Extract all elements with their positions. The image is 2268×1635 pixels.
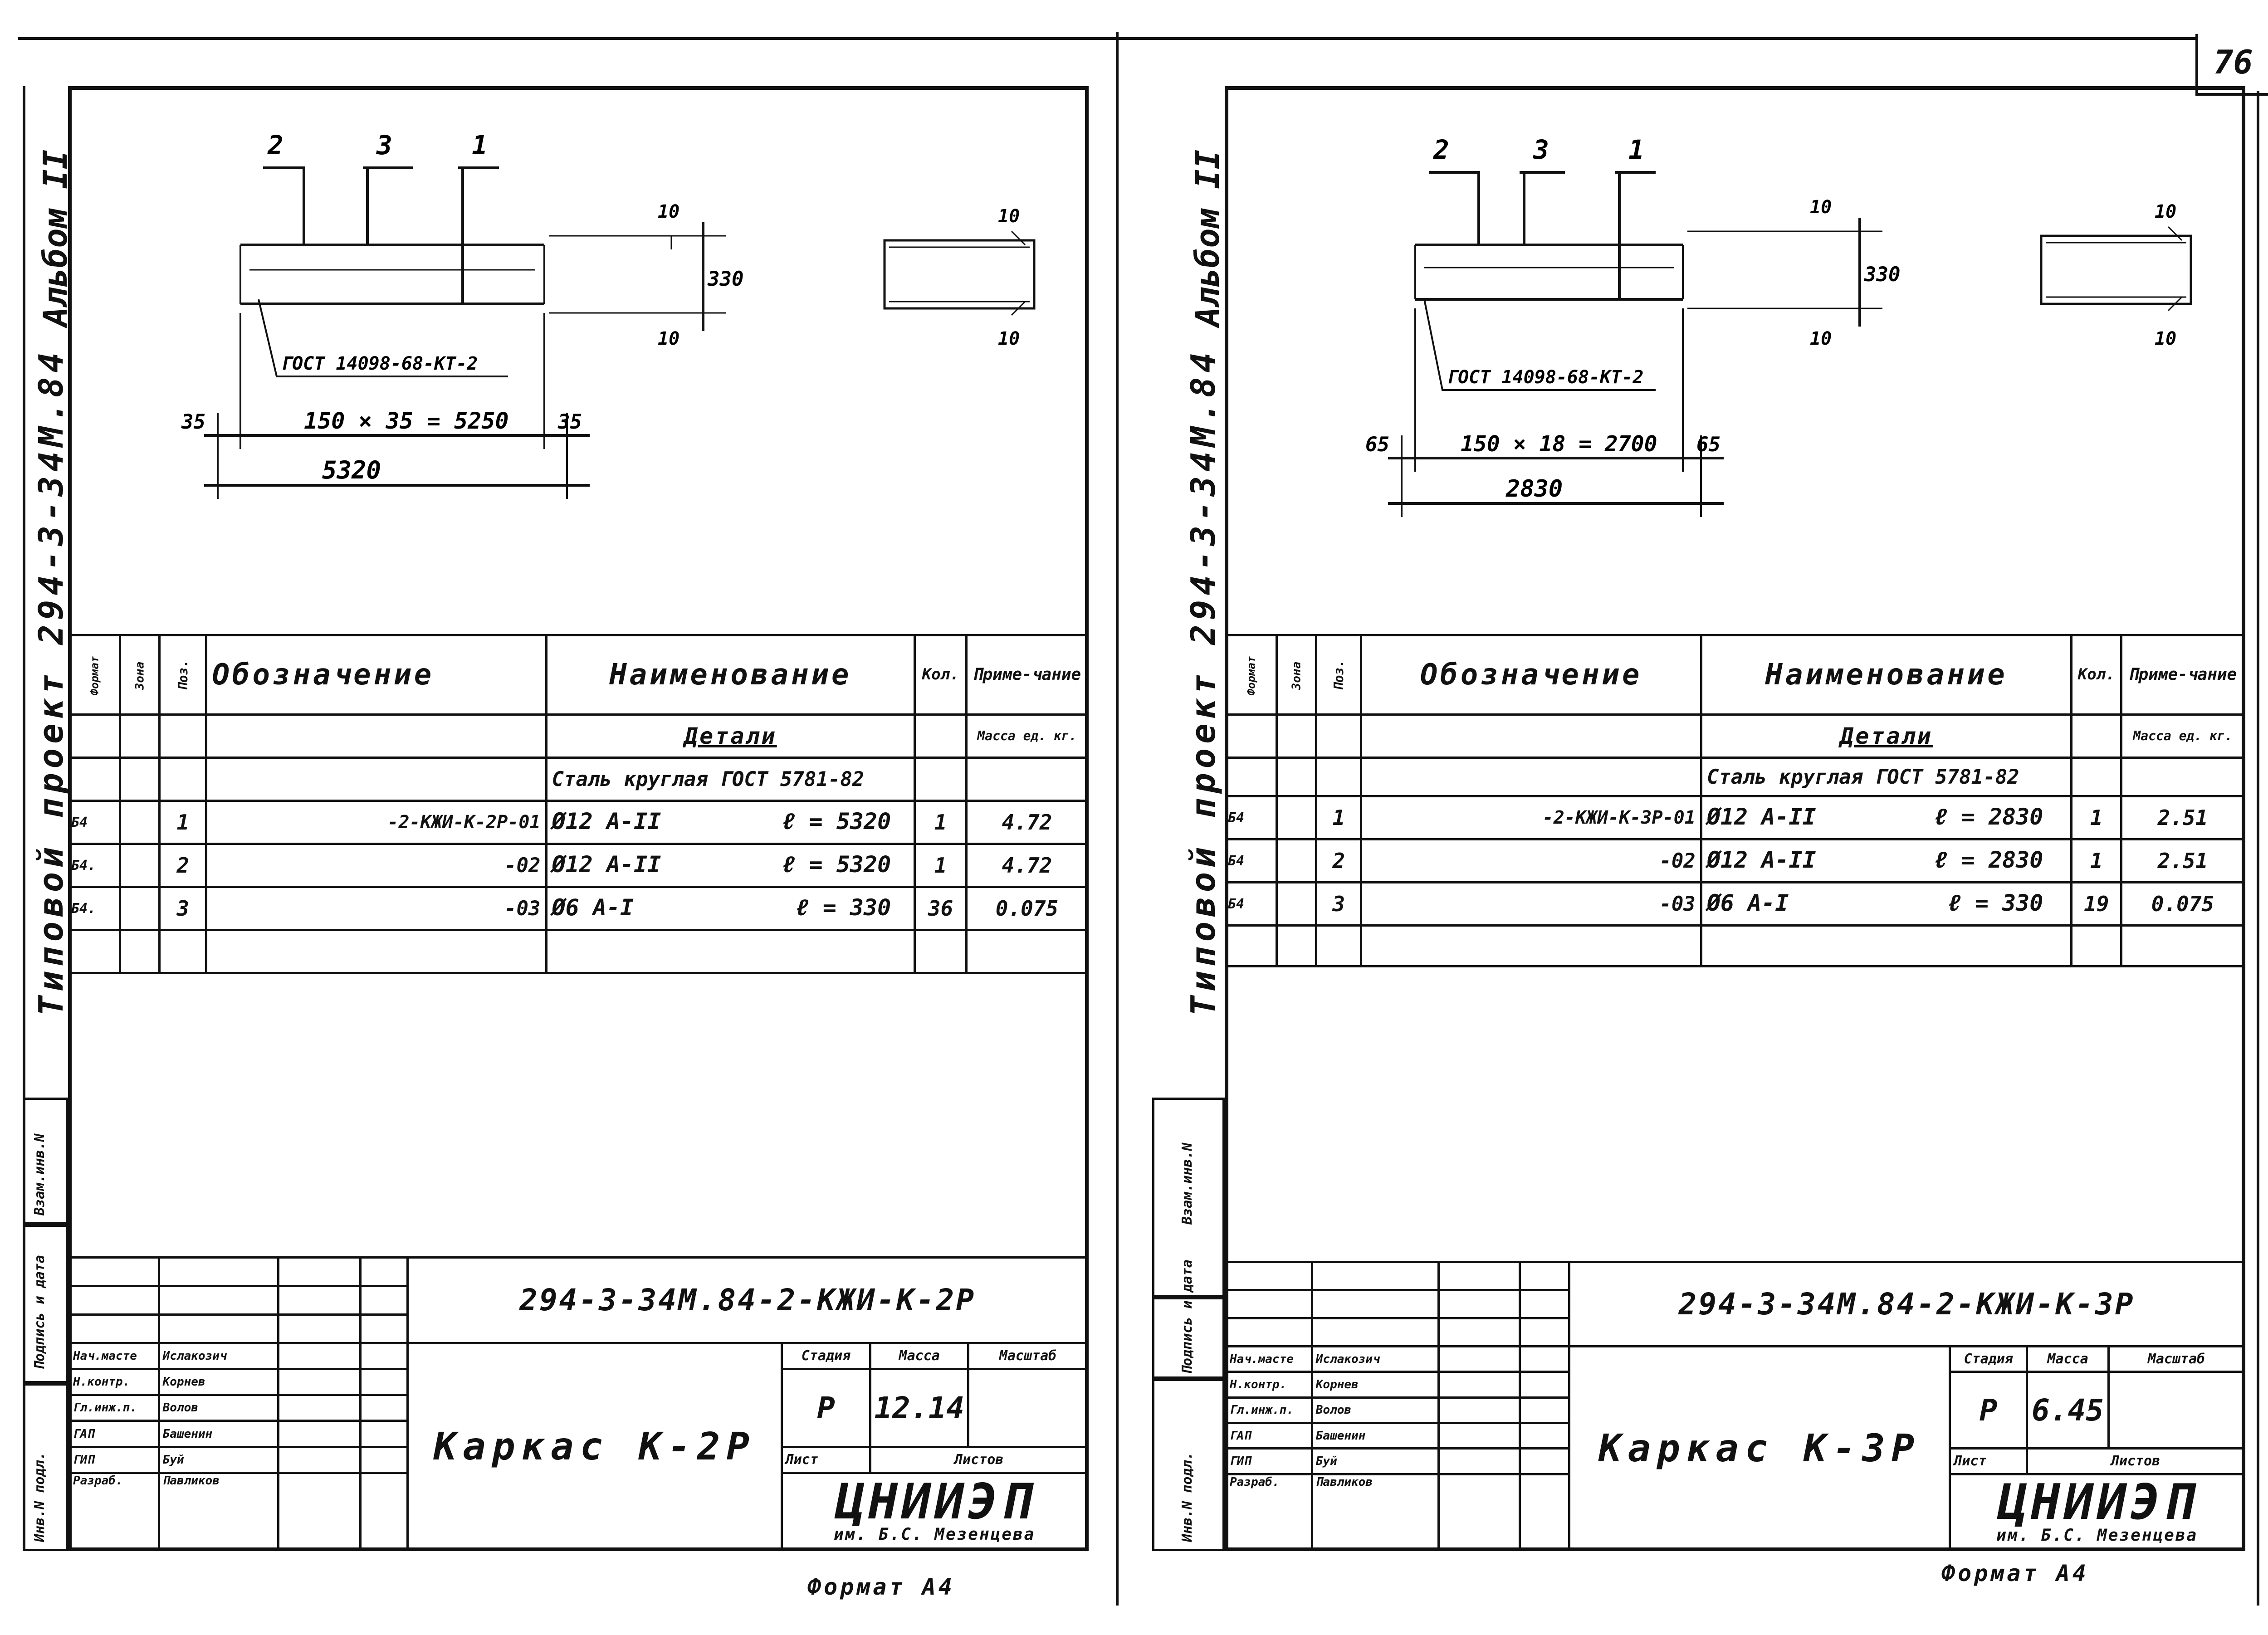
hdr-pos: Поз. (158, 634, 208, 716)
material-label: Сталь круглая ГОСТ 5781-82 (1700, 756, 2073, 797)
margin-box-2 (1152, 1297, 1225, 1379)
hdr-name: Наименование (545, 634, 916, 716)
title-block: 294-3-34М.84-2-КЖИ-К-2Р Нач.масте Ислако… (68, 1256, 1089, 1552)
drawing-title: Каркас К-3Р (1568, 1345, 1951, 1552)
dim-top: 10 (658, 201, 679, 222)
mass-unit: Масса ед. кг. (965, 713, 1089, 759)
dim-bottom: 10 (658, 328, 679, 349)
hdr-note: Приме-чание (2120, 634, 2245, 716)
dim-mid: 150 × 18 = 2700 (1461, 431, 1657, 457)
project-label: Типовой проект 294-3-34М.84 (1184, 348, 1223, 1016)
stage-value: Р (780, 1368, 872, 1448)
section-dim-bottom: 10 (998, 328, 1020, 349)
section-title: Детали (1700, 713, 2073, 759)
sheet-separator (1116, 32, 1119, 1606)
page-number-box (2195, 34, 2268, 96)
margin-box-1 (23, 1098, 68, 1225)
title-block: 294-3-34М.84-2-КЖИ-К-3Р Нач.масте Ислако… (1225, 1261, 2246, 1552)
margin-box-label-2: Подпись и дата (32, 1255, 48, 1370)
right-edge-rule (2257, 91, 2259, 1606)
page-number: 76 (2214, 43, 2253, 81)
format-label: Формат А4 (807, 1574, 955, 1600)
gost-label: ГОСТ 14098-68-КТ-2 (281, 353, 478, 374)
dim-right: 35 (557, 410, 582, 434)
callout-2: 2 (267, 130, 284, 161)
margin-box-3 (1152, 1379, 1225, 1551)
drawing-title: Каркас К-2Р (406, 1342, 783, 1552)
hdr-zone: Зона (118, 634, 161, 716)
dim-left: 65 (1365, 433, 1389, 456)
spec-table: Формат Зона Поз. Обозначение Наименовани… (1225, 634, 2245, 967)
frame-drawing: 2 3 1 ГОСТ 14098-68-КТ-2 35 150 × 35 = 5… (181, 130, 1036, 499)
signature (277, 1342, 362, 1371)
hdr-designation: Обозначение (1360, 634, 1702, 716)
gost-label: ГОСТ 14098-68-КТ-2 (1447, 367, 1643, 388)
dim-bottom: 10 (1810, 328, 1832, 349)
hdr-qty: Кол. (914, 634, 968, 716)
hdr-pos: Поз. (1315, 634, 1363, 716)
dim-top: 10 (1810, 197, 1832, 218)
hdr-name: Наименование (1700, 634, 2073, 716)
stage-value: Р (1949, 1371, 2028, 1450)
sheet-k3r: Альбом II Типовой проект 294-3-34М.84 Вз… (1125, 0, 2268, 1635)
hdr-zone: Зона (1275, 634, 1318, 716)
mass-unit: Масса ед. кг. (2120, 713, 2245, 759)
dim-mid: 150 × 35 = 5250 (304, 408, 509, 434)
hdr-format: Формат (1225, 634, 1278, 716)
margin-box-3 (23, 1383, 68, 1551)
project-label: Типовой проект 294-3-34М.84 (32, 348, 71, 1016)
margin-box-2 (23, 1225, 68, 1383)
margin-box-label-3: Инв.N подл. (32, 1452, 48, 1542)
hdr-qty: Кол. (2070, 634, 2123, 716)
margin-box-label-1: Взам.инв.N (32, 1133, 48, 1215)
dim-height: 330 (1864, 263, 1900, 286)
callout-3: 3 (1533, 134, 1549, 165)
callout-1: 1 (1628, 134, 1644, 165)
section-dim-bottom: 10 (2155, 328, 2176, 349)
margin-box-label-3: Инв.N подл. (1179, 1452, 1195, 1542)
spec-table: Формат Зона Поз. Обозначение Наименовани… (68, 634, 1089, 974)
organization: ЦНИИЭП им. Б.С. Мезенцева (780, 1471, 1089, 1552)
material-label: Сталь круглая ГОСТ 5781-82 (545, 756, 916, 802)
section-dim-top: 10 (998, 206, 1020, 227)
dim-total: 5320 (322, 456, 381, 484)
mass-value: 12.14 (869, 1368, 970, 1448)
callout-3: 3 (376, 130, 392, 161)
hdr-format: Формат (68, 634, 121, 716)
callout-1: 1 (472, 130, 488, 161)
top-rule (18, 37, 2195, 40)
margin-box-label-1: Взам.инв.N (1179, 1142, 1195, 1225)
section-dim-top: 10 (2155, 201, 2176, 222)
margin-box-label-2: Подпись и дата (1179, 1259, 1195, 1374)
dim-left: 35 (181, 410, 205, 434)
album-label: Альбом II (1188, 149, 1227, 327)
frame-drawing: 2 3 1 ГОСТ 14098-68-КТ-2 65 150 × 18 = 2… (1365, 134, 2192, 517)
dim-total: 2830 (1505, 475, 1563, 503)
doc-code: 294-3-34М.84-2-КЖИ-К-2Р (406, 1256, 1089, 1344)
format-label: Формат А4 (1941, 1560, 2089, 1586)
callout-2: 2 (1433, 134, 1449, 165)
dim-height: 330 (707, 268, 743, 291)
organization: ЦНИИЭП им. Б.С. Мезенцева (1949, 1473, 2245, 1551)
margin-column (23, 86, 71, 1551)
hdr-note: Приме-чание (965, 634, 1089, 716)
signature (1437, 1345, 1521, 1373)
mass-value: 6.45 (2026, 1371, 2110, 1450)
margin-box-1 (1152, 1098, 1225, 1297)
doc-code: 294-3-34М.84-2-КЖИ-К-3Р (1568, 1261, 2245, 1347)
sheet-k2r: Альбом II Типовой проект 294-3-34М.84 Вз… (0, 0, 1125, 1635)
section-title: Детали (545, 713, 916, 759)
hdr-designation: Обозначение (205, 634, 547, 716)
dim-right: 65 (1696, 433, 1721, 456)
